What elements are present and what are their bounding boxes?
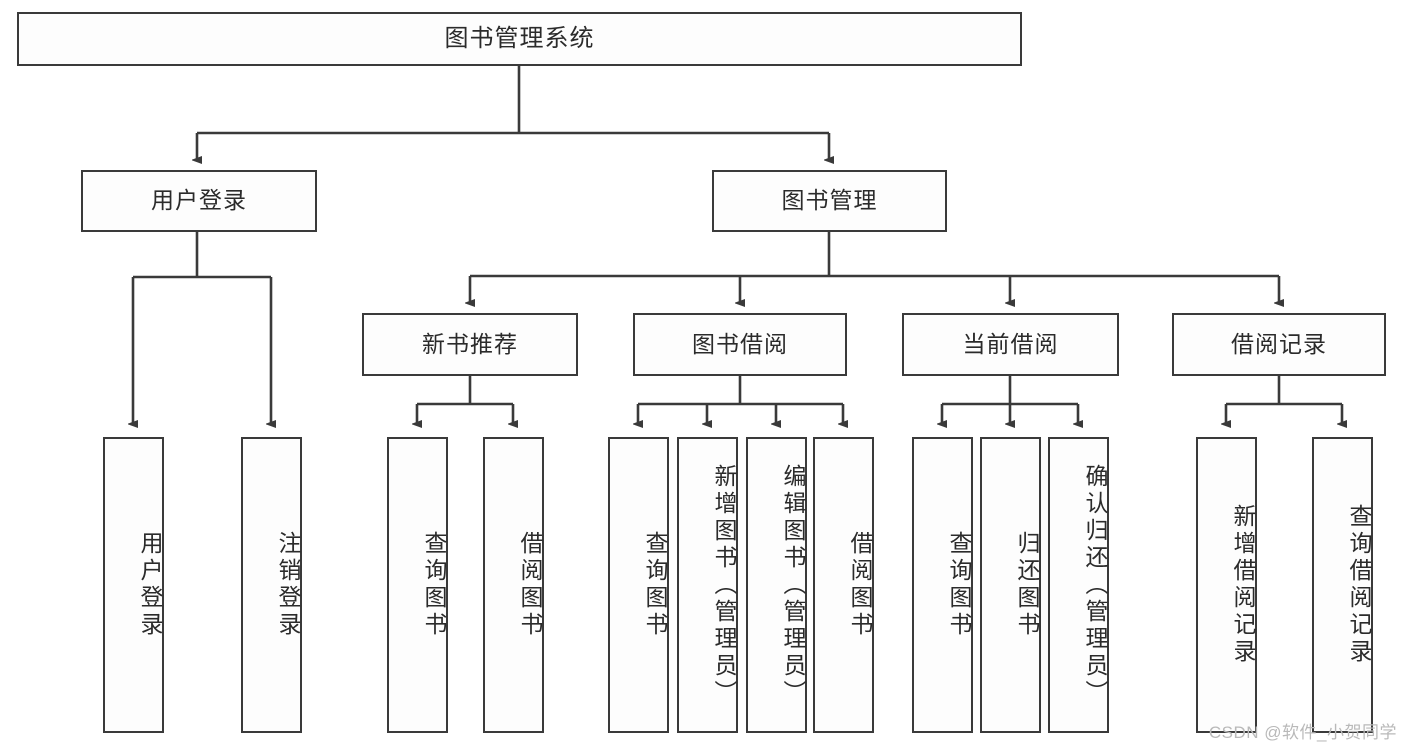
leaf-book-borrow-query[interactable]: 查询图书 — [608, 437, 669, 733]
node-label: 查询借阅记录 — [1346, 504, 1372, 666]
leaf-current-borrow-query[interactable]: 查询图书 — [912, 437, 973, 733]
node-label: 新增图书（管理员） — [711, 463, 737, 707]
leaf-book-borrow-edit[interactable]: 编辑图书（管理员） — [746, 437, 807, 733]
node-label: 借阅记录 — [1231, 330, 1327, 357]
node-label: 借阅图书 — [517, 531, 543, 639]
node-label: 新书推荐 — [422, 330, 518, 357]
leaf-current-borrow-return[interactable]: 归还图书 — [980, 437, 1041, 733]
node-root-book-management-system[interactable]: 图书管理系统 — [17, 12, 1022, 66]
node-label: 编辑图书（管理员） — [780, 463, 806, 707]
node-label: 当前借阅 — [962, 330, 1059, 357]
leaf-current-borrow-confirm-return[interactable]: 确认归还（管理员） — [1048, 437, 1109, 733]
leaf-book-borrow-add[interactable]: 新增图书（管理员） — [677, 437, 738, 733]
leaf-borrow-record-query[interactable]: 查询借阅记录 — [1312, 437, 1373, 733]
node-new-book-recommend[interactable]: 新书推荐 — [362, 313, 578, 376]
node-label: 确认归还（管理员） — [1082, 463, 1108, 707]
node-label: 图书管理系统 — [444, 24, 595, 52]
leaf-user-login-signout[interactable]: 注销登录 — [241, 437, 302, 733]
node-label: 查询图书 — [421, 531, 447, 639]
node-user-login[interactable]: 用户登录 — [81, 170, 317, 232]
node-label: 图书管理 — [781, 187, 878, 214]
leaf-new-book-borrow[interactable]: 借阅图书 — [483, 437, 544, 733]
node-label: 查询图书 — [946, 531, 972, 639]
leaf-user-login-signin[interactable]: 用户登录 — [103, 437, 164, 733]
node-book-borrow[interactable]: 图书借阅 — [633, 313, 847, 376]
node-current-borrow[interactable]: 当前借阅 — [902, 313, 1119, 376]
node-label: 图书借阅 — [692, 330, 788, 357]
node-label: 借阅图书 — [847, 531, 873, 639]
node-label: 用户登录 — [151, 187, 247, 214]
leaf-borrow-record-add[interactable]: 新增借阅记录 — [1196, 437, 1257, 733]
node-book-management[interactable]: 图书管理 — [712, 170, 947, 232]
node-label: 查询图书 — [642, 531, 668, 639]
csdn-watermark: CSDN @软件_小贺同学 — [1208, 723, 1397, 742]
node-label: 用户登录 — [137, 531, 163, 639]
node-borrow-record[interactable]: 借阅记录 — [1172, 313, 1386, 376]
leaf-new-book-query[interactable]: 查询图书 — [387, 437, 448, 733]
node-label: 注销登录 — [275, 531, 301, 639]
node-label: 归还图书 — [1014, 531, 1040, 639]
node-label: 新增借阅记录 — [1230, 504, 1256, 666]
leaf-book-borrow-borrow[interactable]: 借阅图书 — [813, 437, 874, 733]
